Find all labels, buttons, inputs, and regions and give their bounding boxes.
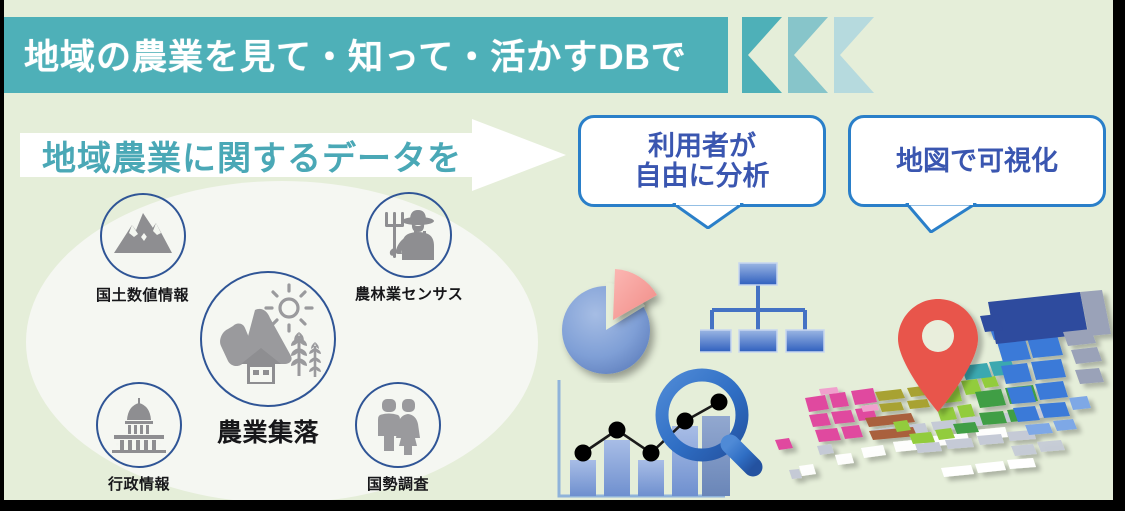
data-flow-arrow-icon	[20, 119, 566, 191]
mountain-icon-ring	[99, 193, 186, 279]
people-male-female-icon	[378, 399, 420, 455]
org-chart	[692, 258, 840, 375]
data-source-bottom-right-label: 国勢調査	[366, 476, 429, 493]
data-source-top-left: 国土数値情報	[96, 193, 189, 305]
bubble-free-analysis-line-1: 利用者が	[648, 130, 756, 161]
government-building-icon	[112, 398, 166, 453]
edge-mask-right	[1113, 0, 1125, 511]
data-source-bottom-left-label: 行政情報	[107, 476, 170, 493]
data-source-top-left-label: 国土数値情報	[96, 287, 190, 304]
bubble-map-visualization-tail	[905, 199, 977, 238]
data-source-center: 農業集落	[200, 271, 336, 449]
people-icon-ring	[355, 382, 441, 468]
subtitle-text: 地域農業に関するデータを	[42, 140, 462, 178]
bubble-free-analysis-line-2: 自由に分析	[634, 161, 770, 191]
farmer-pitchfork-icon	[385, 210, 435, 260]
map-pin-icon	[898, 299, 978, 412]
edge-mask-bottom	[0, 500, 1125, 511]
chevron-3-icon	[814, 17, 880, 93]
page-title: 地域の農業を見て・知って・活かすDBで	[24, 38, 687, 77]
chevron-1-icon	[722, 17, 788, 93]
government-building-icon-ring	[96, 382, 182, 468]
data-source-bottom-right: 国勢調査	[355, 382, 441, 494]
choropleth-map	[775, 270, 1125, 505]
edge-mask-left	[0, 0, 4, 511]
village-icon-ring	[200, 271, 336, 407]
farmer-icon-ring	[366, 192, 453, 278]
header-banner	[4, 17, 728, 93]
bar-line-chart	[550, 368, 790, 511]
chevron-2-icon	[768, 17, 834, 93]
magnifier-icon	[655, 368, 763, 477]
bubble-map-visualization-line-1: 地図で可視化	[896, 145, 1058, 176]
data-source-top-right-label: 農林業センサス	[355, 286, 464, 303]
bubble-free-analysis: 利用者が 自由に分析	[578, 115, 826, 207]
mountain-icon	[113, 213, 172, 253]
bubble-free-analysis-tail	[672, 199, 744, 234]
data-source-center-label: 農業集落	[216, 419, 319, 447]
data-source-bottom-left: 行政情報	[96, 382, 182, 494]
bubble-map-visualization: 地図で可視化	[848, 115, 1106, 207]
pie-chart	[556, 258, 676, 388]
data-source-top-right: 農林業センサス	[355, 192, 463, 304]
village-mountains-sun-house-wheat-icon	[220, 283, 321, 384]
